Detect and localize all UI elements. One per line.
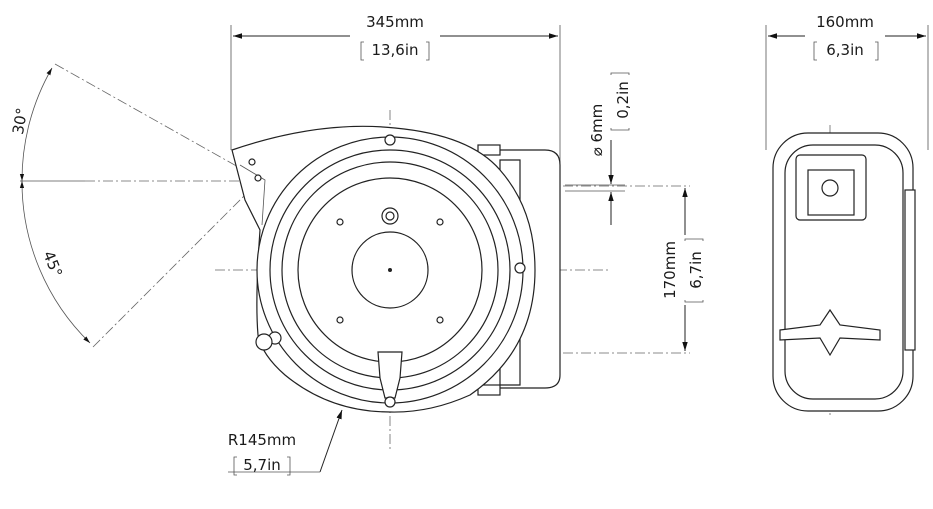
hose-diameter-in: 0,2in	[614, 81, 632, 119]
angle-dimension: 30° 45°	[9, 63, 246, 348]
reel-front-view	[215, 110, 610, 450]
radius-dimension: R145mm 5,7in	[228, 409, 343, 476]
width-mm: 345mm	[366, 13, 424, 31]
height-dimension: 170mm 6,7in	[545, 185, 705, 354]
radius-in: 5,7in	[243, 456, 281, 474]
hose-diameter-mm: ⌀ 6mm	[588, 104, 606, 157]
depth-mm: 160mm	[816, 13, 874, 31]
hose-diameter-dimension: ⌀ 6mm 0,2in	[565, 72, 632, 225]
width-in: 13,6in	[371, 41, 418, 59]
depth-in: 6,3in	[826, 41, 864, 59]
depth-dimension: 160mm 6,3in	[765, 13, 929, 150]
angle-down-label: 45°	[39, 248, 66, 279]
angle-up-label: 30°	[9, 106, 31, 135]
height-mm: 170mm	[661, 241, 679, 299]
radius-mm: R145mm	[228, 431, 296, 449]
height-in: 6,7in	[687, 251, 705, 289]
width-dimension: 345mm 13,6in	[230, 13, 561, 175]
reel-side-view	[772, 125, 916, 415]
